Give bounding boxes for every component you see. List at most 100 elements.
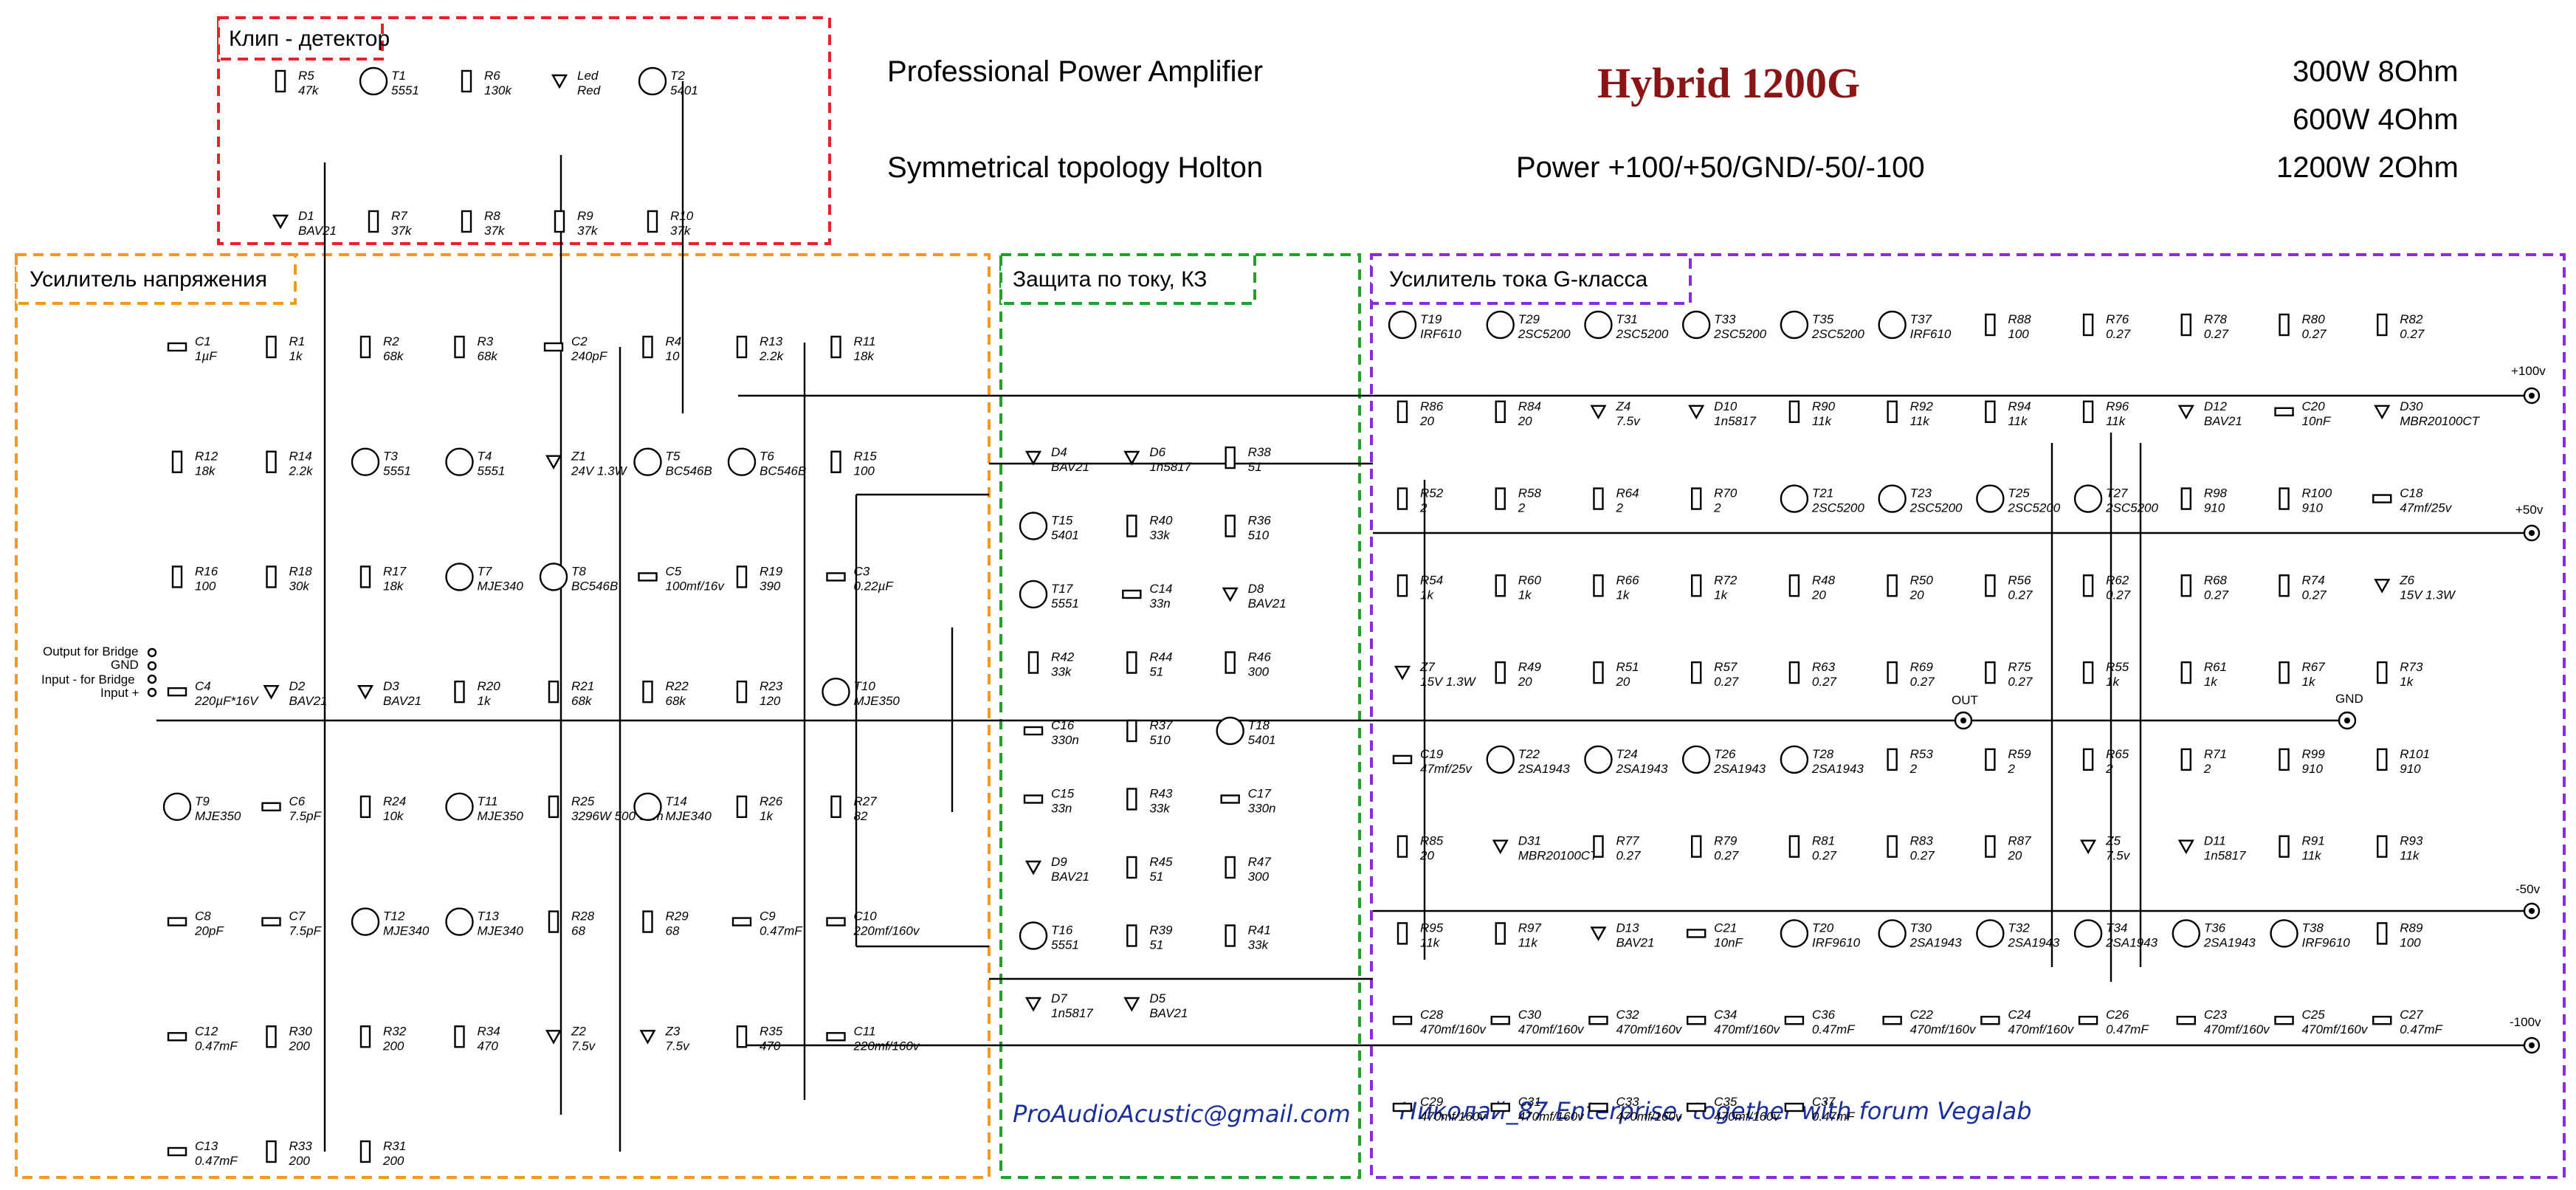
component-ref: R48 bbox=[1812, 573, 1836, 587]
capacitor-symbol bbox=[1686, 929, 1707, 938]
component-ref: R60 bbox=[1518, 573, 1542, 587]
component-ref: R11 bbox=[854, 334, 876, 348]
component-ref: R97 bbox=[1518, 921, 1542, 935]
rating-8ohm: 300W 8Ohm bbox=[2293, 55, 2459, 88]
component-c6: C67.5pF bbox=[261, 794, 323, 823]
component-ref: C20 bbox=[2302, 399, 2326, 413]
component-value: 20 bbox=[1811, 588, 1826, 602]
component-ref: R83 bbox=[1910, 834, 1934, 848]
component-value: 0.27 bbox=[2302, 327, 2327, 341]
diode-symbol bbox=[2374, 405, 2391, 420]
component-value: 11k bbox=[2008, 414, 2028, 428]
component-ref: R29 bbox=[666, 909, 689, 924]
component-ref: C30 bbox=[1518, 1008, 1542, 1022]
component-value: 2 bbox=[1615, 501, 1623, 515]
capacitor-symbol bbox=[1220, 794, 1240, 804]
component-value: IRF610 bbox=[1910, 327, 1952, 341]
component-value: BAV21 bbox=[1051, 870, 1089, 884]
component-value: 51 bbox=[1149, 665, 1163, 679]
capacitor-symbol bbox=[1588, 1016, 1608, 1025]
input-terminal-plus bbox=[147, 687, 157, 698]
component-value: 68k bbox=[383, 349, 404, 363]
component-ref: R52 bbox=[1420, 486, 1444, 501]
email-text: ProAudioAcustic@gmail.com bbox=[1013, 1100, 1351, 1128]
header-line2: Symmetrical topology Holton bbox=[887, 151, 1263, 184]
capacitor-symbol bbox=[1122, 589, 1142, 599]
resistor-symbol bbox=[2377, 661, 2388, 684]
component-ref: R55 bbox=[2106, 660, 2129, 674]
resistor-symbol bbox=[368, 210, 379, 233]
resistor-symbol bbox=[1126, 856, 1137, 879]
component-value: 18k bbox=[854, 349, 875, 363]
component-ref: R62 bbox=[2106, 573, 2129, 587]
component-ref: T10 bbox=[854, 679, 876, 693]
diode-symbol bbox=[2080, 839, 2097, 855]
capacitor-symbol bbox=[2078, 1016, 2098, 1025]
component-ref: T19 bbox=[1420, 312, 1442, 326]
component-value: 470mf/160v bbox=[2008, 1022, 2074, 1036]
resistor-symbol bbox=[1225, 446, 1236, 470]
resistor-symbol bbox=[736, 335, 748, 359]
component-ref: R74 bbox=[2302, 573, 2325, 587]
component-value: 0.47mF bbox=[2106, 1022, 2149, 1036]
component-value: 7.5v bbox=[2106, 849, 2131, 863]
resistor-symbol bbox=[647, 210, 658, 233]
component-ref: R49 bbox=[1518, 660, 1542, 674]
component-value: 910 bbox=[2400, 762, 2421, 776]
resistor-symbol bbox=[2377, 748, 2388, 771]
diode-symbol bbox=[1222, 587, 1239, 602]
component-ref: R82 bbox=[2400, 312, 2423, 326]
resistor-symbol bbox=[266, 1025, 277, 1048]
component-value: BC546B bbox=[571, 579, 618, 593]
component-value: 0.27 bbox=[1910, 849, 1935, 863]
component-value: 0.27 bbox=[1616, 849, 1641, 863]
component-z5: Z57.5v bbox=[2080, 834, 2131, 863]
component-value: 5551 bbox=[391, 83, 419, 97]
component-ref: C29 bbox=[1420, 1095, 1444, 1109]
component-value: 1k bbox=[2302, 675, 2316, 689]
resistor-symbol bbox=[2180, 487, 2192, 510]
component-ref: Led bbox=[577, 69, 599, 83]
component-value: 510 bbox=[1149, 733, 1171, 747]
component-ref: T24 bbox=[1616, 747, 1637, 761]
resistor-symbol bbox=[1887, 835, 1898, 858]
diode-symbol bbox=[1123, 450, 1140, 466]
prot-title-box: Защита по току, КЗ bbox=[999, 253, 1256, 305]
rating-4ohm: 600W 4Ohm bbox=[2293, 103, 2459, 136]
component-ref: C6 bbox=[289, 794, 306, 808]
resistor-symbol bbox=[1985, 574, 1996, 597]
component-ref: T3 bbox=[383, 450, 398, 464]
capacitor-symbol bbox=[638, 572, 658, 582]
component-value: 470mf/160v bbox=[1518, 1110, 1585, 1124]
component-ref: R51 bbox=[1616, 660, 1639, 674]
